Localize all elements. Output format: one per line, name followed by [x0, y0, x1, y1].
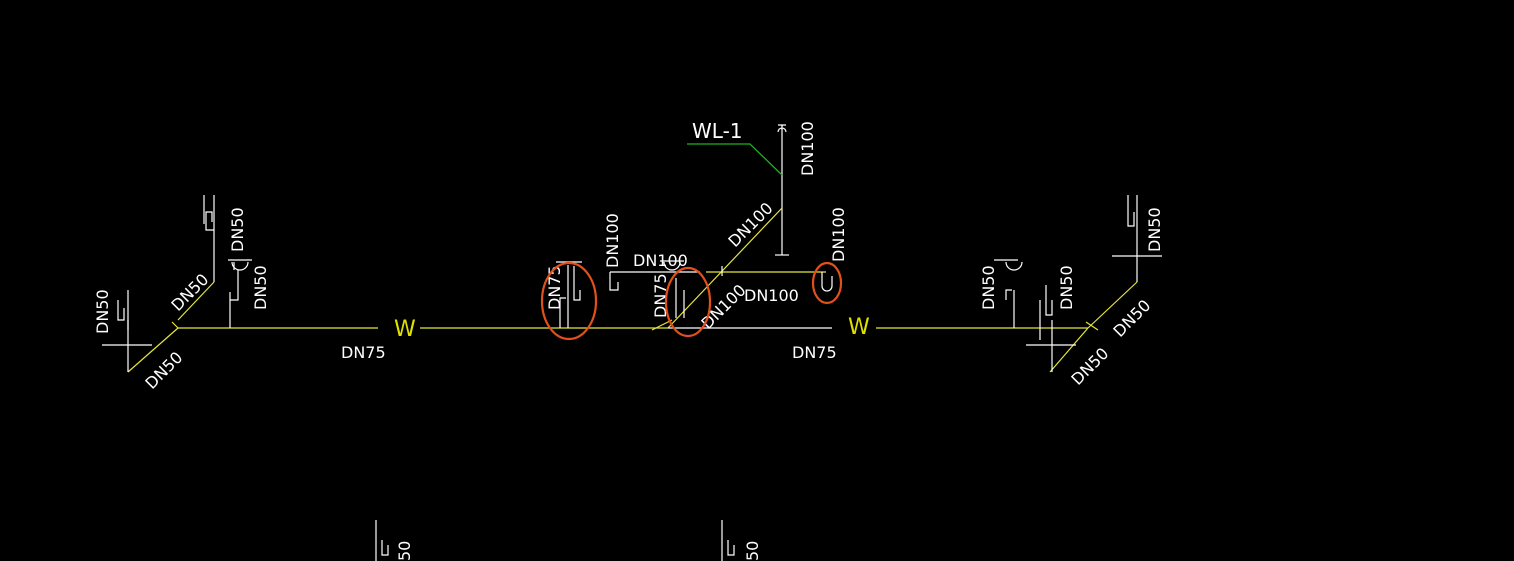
- center-dn75-fixture-label: DN75: [545, 265, 564, 310]
- left-dn50-fixture-mid-label: DN50: [251, 265, 270, 310]
- riser-diagonal-pipe: [667, 207, 783, 329]
- riser-top-cap: [777, 124, 787, 133]
- center-left-trap: [609, 272, 619, 291]
- bottom-left-fixture-trap: [375, 520, 389, 561]
- right-diagonal-lower-pipe: [1049, 327, 1089, 373]
- left-fixture-mid-trap: [230, 262, 239, 301]
- wl1-leader-line: [687, 143, 783, 176]
- left-branch-group: DN50 DN50 DN50 DN50 DN50 DN75: [93, 195, 386, 393]
- left-fixture-far-trap: [117, 290, 129, 330]
- right-main-dn75-label: DN75: [792, 343, 837, 362]
- bottom-right-fixture-trap: [721, 520, 735, 561]
- center-joint-tick: [651, 319, 673, 331]
- left-main-dn75-label: DN75: [341, 343, 386, 362]
- bottom-dn50-right-label: 50: [743, 541, 762, 561]
- diag-dn100-upper-label: DN100: [724, 199, 776, 251]
- center-right-trap: [821, 272, 833, 292]
- right-dn50-fixture-top-label: DN50: [1145, 207, 1164, 252]
- right-fixture-a-trap: [1005, 289, 1012, 300]
- center-dn100-left-riser-label: DN100: [603, 213, 622, 268]
- right-fixture-b-trap: [1039, 285, 1053, 340]
- right-trap-upper: [1127, 195, 1135, 227]
- right-dn50-fixture-b-label: DN50: [1057, 265, 1076, 310]
- center-dn75-fixture-trap2: [573, 266, 581, 301]
- right-dn50-fixture-a-label: DN50: [979, 265, 998, 310]
- w-marker-left: W: [394, 317, 416, 342]
- left-trap-upper: [205, 211, 214, 231]
- center-dn75-second-trap: [675, 278, 685, 318]
- center-bowl: [663, 261, 681, 271]
- bottom-dn50-left-label: 50: [395, 541, 414, 561]
- right-dn50-branch-lower-label: DN50: [1067, 344, 1112, 389]
- center-dn75-fixture-trap: [559, 265, 569, 328]
- riser-dn100-label: DN100: [798, 121, 817, 176]
- left-diagonal-upper-pipe: [177, 281, 215, 321]
- right-dn50-branch-upper-label: DN50: [1109, 296, 1154, 341]
- left-dn50-fixture-top-label: DN50: [228, 207, 247, 252]
- w-marker-right: W: [848, 315, 870, 340]
- left-fixture-mid-bowl: [231, 261, 249, 271]
- highlight-circle-right-trap: [811, 261, 843, 305]
- highlight-circle-dn75-second: [664, 266, 712, 338]
- bottom-partial-fixtures: 50 50: [375, 520, 762, 561]
- right-fixture-a-bowl: [1005, 261, 1023, 271]
- right-diagonal-upper-pipe: [1087, 281, 1138, 329]
- riser-label-wl1: WL-1: [692, 119, 743, 143]
- highlight-circle-dn75-fixture: [540, 261, 598, 341]
- left-diagonal-lower-pipe: [127, 327, 179, 373]
- right-joint-tick: [1085, 321, 1099, 331]
- right-branch-group: DN50 DN50 DN50 DN50 DN50: [979, 195, 1164, 389]
- center-riser-group: WL-1 DN100 DN100 DN100 DN100 DN75 DN75 D…: [540, 119, 848, 362]
- left-dn50-fixture-far-label: DN50: [93, 289, 112, 334]
- left-joint-tick: [171, 321, 179, 329]
- center-dn100-right-riser-label: DN100: [829, 207, 848, 262]
- center-dn100-right-horizontal-label: DN100: [744, 286, 799, 305]
